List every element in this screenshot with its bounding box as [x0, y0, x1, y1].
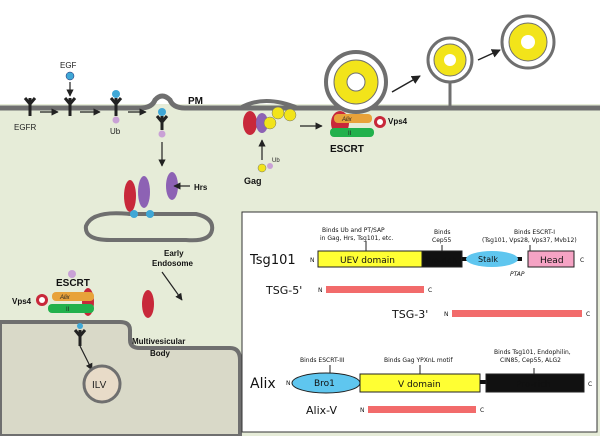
svg-text:Alix: Alix: [250, 376, 276, 392]
svg-text:C: C: [586, 311, 590, 318]
release-virion-2: [500, 14, 556, 70]
svg-text:Head: Head: [540, 256, 564, 266]
svg-text:Alix-V: Alix-V: [306, 404, 337, 417]
svg-text:EGFR: EGFR: [14, 123, 36, 132]
escrt-label-bottom: ESCRT: [56, 278, 90, 289]
svg-text:N: N: [360, 407, 365, 414]
svg-text:C: C: [580, 257, 584, 264]
vps4-label-bottom: Vps4: [12, 297, 32, 306]
svg-text:Binds ESCRT-III: Binds ESCRT-III: [300, 357, 345, 364]
tsg5-row: TSG-5' N C: [265, 284, 432, 297]
svg-text:Endosome: Endosome: [152, 259, 193, 268]
svg-text:V domain: V domain: [398, 380, 441, 390]
plasma-membrane: [0, 93, 600, 111]
alixv-row: Alix-V N C: [306, 404, 484, 417]
svg-text:Binds Tsg101, Endophilin,: Binds Tsg101, Endophilin,: [494, 349, 571, 356]
svg-text:Alix: Alix: [59, 295, 71, 301]
internalizing-receptor: [155, 108, 169, 138]
svg-text:II: II: [66, 307, 70, 313]
svg-text:Pro-rich: Pro-rich: [516, 380, 551, 390]
escrt-label-top: ESCRT: [330, 144, 364, 155]
intraluminal-vesicle: ILV: [82, 364, 122, 404]
svg-text:Bro1: Bro1: [314, 379, 335, 389]
svg-text:Ub: Ub: [272, 158, 280, 164]
mvb-label-line2: Body: [150, 349, 171, 358]
pm-label: PM: [188, 96, 203, 107]
svg-text:N: N: [318, 287, 323, 294]
tsg101-row: Tsg101 N UEV domain Pro-rich Stalk Head …: [249, 227, 584, 278]
escrt-complex-pm: II Alix: [330, 111, 386, 137]
svg-text:in Gag, Hrs, Tsg101, etc.: in Gag, Hrs, Tsg101, etc.: [320, 235, 393, 242]
svg-text:N: N: [444, 311, 449, 318]
budding-virion: [324, 50, 388, 114]
svg-text:CIN85, Cep55, ALG2: CIN85, Cep55, ALG2: [500, 357, 561, 364]
svg-text:Hrs: Hrs: [194, 183, 208, 192]
svg-text:Tsg101: Tsg101: [249, 253, 296, 268]
arrow-release-2: [477, 49, 501, 61]
arrow-to-mvb: [161, 271, 183, 301]
mvb-label-line1: Multivesicular: [132, 337, 185, 346]
svg-text:Gag: Gag: [244, 176, 262, 186]
ub-receptor: Ub: [109, 90, 123, 136]
release-virion-1: [426, 36, 474, 106]
svg-text:TSG-3': TSG-3': [391, 308, 428, 321]
egfr-bound: [63, 97, 77, 116]
domain-panel: [241, 211, 598, 433]
arrow-to-ilv: [79, 345, 93, 371]
svg-text:TSG-5': TSG-5': [265, 284, 302, 297]
egf-ligand: EGF: [60, 61, 77, 81]
gag-assembly: [238, 99, 299, 135]
arrow-release-1: [391, 75, 421, 93]
svg-text:N: N: [286, 380, 291, 387]
svg-text:Cep55: Cep55: [432, 237, 452, 244]
vps4-label-top: Vps4: [388, 117, 408, 126]
svg-text:ILV: ILV: [92, 380, 107, 391]
svg-text:EGF: EGF: [60, 61, 77, 70]
svg-text:Binds Ub and PT/SAP: Binds Ub and PT/SAP: [322, 227, 385, 234]
svg-text:C: C: [428, 287, 432, 294]
svg-text:Pro-rich: Pro-rich: [426, 256, 457, 265]
alix-row: Alix N Bro1 V domain Pro-rich C Binds ES…: [250, 349, 592, 394]
svg-text:Early: Early: [164, 249, 184, 258]
svg-text:UEV domain: UEV domain: [340, 256, 395, 266]
gag-monomer: Ub Gag: [244, 158, 280, 186]
early-endosome: Hrs Early Endosome: [83, 172, 215, 268]
egfr-receptor: EGFR: [14, 97, 36, 132]
svg-text:Ub: Ub: [110, 127, 121, 136]
svg-text:Binds: Binds: [434, 229, 451, 236]
svg-text:Binds ESCRT-I: Binds ESCRT-I: [514, 229, 555, 236]
svg-text:N: N: [310, 257, 315, 264]
svg-text:(Tsg101, Vps28, Vps37, Mvb12): (Tsg101, Vps28, Vps37, Mvb12): [482, 237, 577, 244]
svg-text:Stalk: Stalk: [478, 255, 498, 264]
svg-text:II: II: [348, 131, 352, 137]
svg-text:C: C: [588, 381, 592, 388]
free-ub: [68, 270, 76, 278]
svg-text:PTAP: PTAP: [510, 271, 525, 278]
svg-text:C: C: [480, 407, 484, 414]
tsg3-row: TSG-3' N C: [391, 308, 590, 321]
svg-text:Alix: Alix: [341, 117, 353, 123]
svg-text:Binds Gag YPXnL motif: Binds Gag YPXnL motif: [384, 357, 453, 364]
